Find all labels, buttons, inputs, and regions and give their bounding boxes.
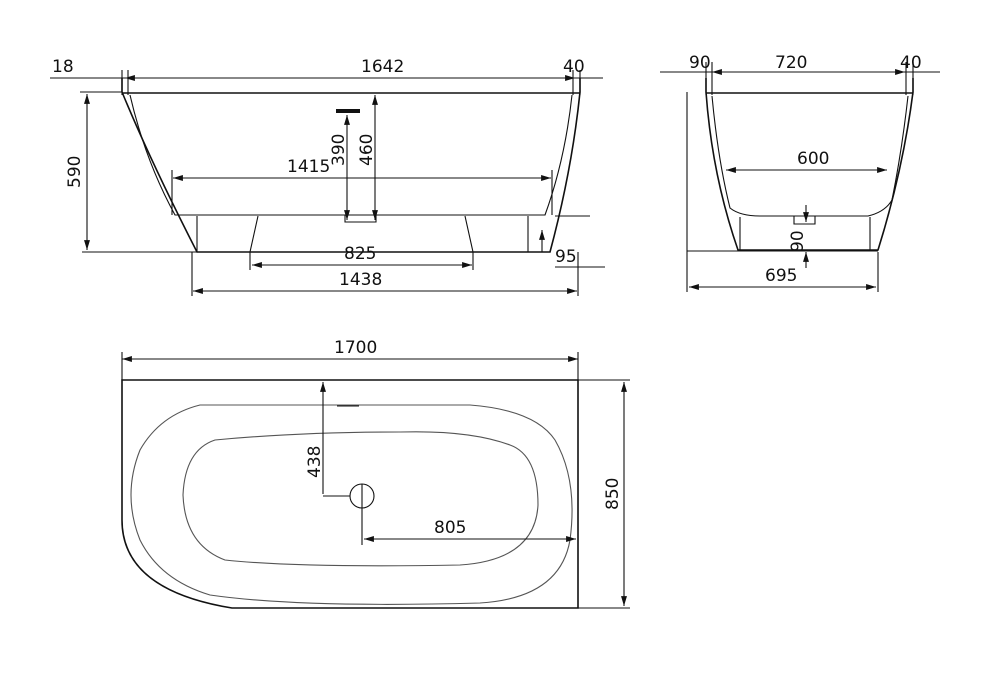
side-dim-460: 460 bbox=[357, 134, 377, 166]
end-view-drain bbox=[793, 216, 816, 225]
side-dim-40: 40 bbox=[563, 57, 585, 77]
end-dim-90-top: 90 bbox=[689, 53, 711, 73]
end-dim-600: 600 bbox=[797, 149, 829, 169]
end-dim-720: 720 bbox=[775, 53, 807, 73]
side-dim-18: 18 bbox=[52, 57, 74, 77]
end-dim-90-drain: 90 bbox=[788, 230, 808, 252]
side-dim-1438: 1438 bbox=[339, 270, 382, 290]
end-view-tub-outline bbox=[705, 78, 914, 251]
side-dim-1415: 1415 bbox=[287, 157, 330, 177]
side-view-drain bbox=[344, 215, 377, 223]
end-view: 90 720 40 600 90 695 bbox=[660, 53, 940, 292]
side-dim-590: 590 bbox=[65, 156, 85, 188]
side-dim-95: 95 bbox=[555, 247, 577, 267]
top-dim-1700: 1700 bbox=[334, 338, 377, 358]
top-dim-805: 805 bbox=[434, 518, 466, 538]
end-dim-40: 40 bbox=[900, 53, 922, 73]
side-view-foot-inner-left bbox=[249, 215, 259, 253]
side-dim-390: 390 bbox=[329, 134, 349, 166]
side-view-inner-basin bbox=[129, 94, 573, 216]
top-dim-850: 850 bbox=[603, 478, 623, 510]
side-dim-1642: 1642 bbox=[361, 57, 404, 77]
top-dim-438: 438 bbox=[305, 446, 325, 478]
top-view-outline bbox=[121, 379, 579, 609]
side-view-tub-outline bbox=[121, 78, 581, 253]
side-view-overflow bbox=[336, 109, 360, 113]
top-view-basin bbox=[182, 431, 539, 567]
side-dim-825: 825 bbox=[344, 244, 376, 264]
side-view-foot-inner-right bbox=[464, 215, 474, 253]
side-view: 18 1642 40 590 1415 390 460 825 95 1438 bbox=[50, 57, 605, 296]
end-view-inner-basin bbox=[711, 95, 909, 217]
top-view: 1700 850 438 805 bbox=[121, 338, 630, 609]
end-dim-695: 695 bbox=[765, 266, 797, 286]
top-view-rim bbox=[130, 404, 573, 605]
